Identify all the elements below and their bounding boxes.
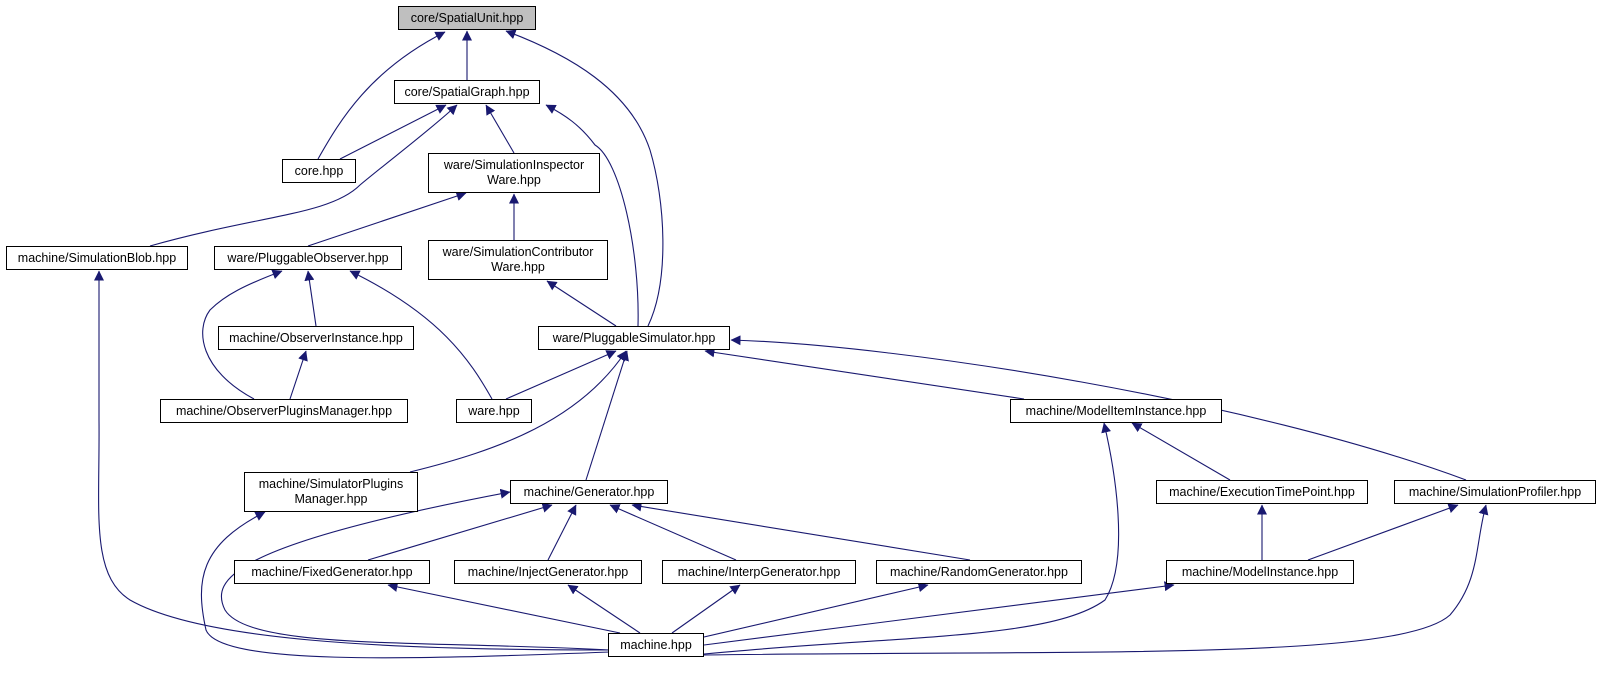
node-observer-plugins-manager[interactable]: machine/ObserverPluginsManager.hpp [160, 399, 408, 423]
edge-machine-to-sim-blob [94, 270, 609, 651]
edge-simulation-profiler-to-pluggable-simulator [730, 335, 1467, 481]
edge-core-to-spatial-unit [317, 31, 446, 160]
edge-machine-to-inject-generator [567, 584, 641, 634]
edge-core-to-spatial-graph [339, 104, 447, 160]
edge-pluggable-simulator-to-spatial-graph [545, 104, 639, 327]
node-label-line-1: machine/SimulatorPlugins [258, 477, 404, 491]
edge-machine-to-generator [220, 488, 611, 651]
node-label: ware/PluggableObserver.hpp [227, 250, 389, 265]
node-label: machine/ModelInstance.hpp [1181, 564, 1339, 579]
edge-pluggable-simulator-to-sim-contributor [546, 280, 617, 327]
node-label: ware/PluggableSimulator.hpp [552, 330, 716, 345]
node-random-generator[interactable]: machine/RandomGenerator.hpp [876, 560, 1082, 584]
edge-observer-plugins-manager-to-pluggable-observer [202, 269, 283, 400]
node-label: core/SpatialGraph.hpp [404, 84, 530, 99]
node-machine[interactable]: machine.hpp [608, 633, 704, 657]
node-simulation-profiler[interactable]: machine/SimulationProfiler.hpp [1394, 480, 1596, 504]
node-simulation-contributor-ware[interactable]: ware/SimulationContributor Ware.hpp [428, 240, 608, 280]
edge-inject-generator-to-generator [547, 504, 577, 561]
edge-machine-to-model-item-instance [703, 422, 1120, 655]
node-label: machine/SimulationProfiler.hpp [1408, 484, 1582, 499]
node-ware[interactable]: ware.hpp [456, 399, 532, 423]
node-fixed-generator[interactable]: machine/FixedGenerator.hpp [234, 560, 430, 584]
node-label-line-1: ware/SimulationInspector [443, 158, 585, 172]
edge-execution-time-point-to-model-item-instance [1131, 422, 1231, 481]
node-simulation-inspector-ware[interactable]: ware/SimulationInspector Ware.hpp [428, 153, 600, 193]
node-label-line-2: Manager.hpp [294, 492, 368, 506]
edge-machine-to-simulation-profiler [703, 504, 1489, 656]
edge-machine-to-simulator-plugins-manager [200, 511, 611, 659]
edge-machine-to-model-instance [703, 581, 1175, 646]
edge-pluggable-observer-to-sim-inspector [307, 191, 467, 247]
edge-observer-instance-to-pluggable-observer [304, 270, 317, 327]
node-label: machine/ObserverPluginsManager.hpp [175, 403, 393, 418]
edge-machine-to-fixed-generator [387, 582, 621, 634]
node-model-instance[interactable]: machine/ModelInstance.hpp [1166, 560, 1354, 584]
node-label: core.hpp [294, 163, 344, 178]
node-label: machine/ModelItemInstance.hpp [1025, 403, 1207, 418]
node-generator[interactable]: machine/Generator.hpp [510, 480, 668, 504]
node-label: machine/Generator.hpp [523, 484, 655, 499]
node-pluggable-simulator[interactable]: ware/PluggableSimulator.hpp [538, 326, 730, 350]
edge-model-instance-to-simulation-profiler [1307, 503, 1459, 561]
node-label-line-2: Ware.hpp [491, 260, 545, 274]
node-label: machine/SimulationBlob.hpp [17, 250, 177, 265]
edge-machine-to-interp-generator [671, 584, 741, 634]
node-label: machine/InjectGenerator.hpp [467, 564, 629, 579]
edge-observer-plugins-manager-to-observer-instance [289, 350, 308, 400]
node-label: machine/FixedGenerator.hpp [251, 564, 413, 579]
node-label: machine/InterpGenerator.hpp [677, 564, 841, 579]
node-label: ware.hpp [468, 403, 520, 418]
node-label-line-1: ware/SimulationContributor [442, 245, 594, 259]
node-label: machine/ObserverInstance.hpp [229, 330, 403, 345]
node-interp-generator[interactable]: machine/InterpGenerator.hpp [662, 560, 856, 584]
node-pluggable-observer[interactable]: ware/PluggableObserver.hpp [214, 246, 402, 270]
node-core[interactable]: core.hpp [282, 159, 356, 183]
edge-machine-to-random-generator [703, 582, 929, 638]
node-spatial-unit[interactable]: core/SpatialUnit.hpp [398, 6, 536, 30]
node-inject-generator[interactable]: machine/InjectGenerator.hpp [454, 560, 642, 584]
edge-simulator-plugins-manager-to-pluggable-simulator [409, 350, 627, 473]
node-label: machine/ExecutionTimePoint.hpp [1169, 484, 1355, 499]
node-label: machine/RandomGenerator.hpp [890, 564, 1068, 579]
node-model-item-instance[interactable]: machine/ModelItemInstance.hpp [1010, 399, 1222, 423]
node-label: core/SpatialUnit.hpp [410, 10, 524, 25]
edge-pluggable-simulator-to-spatial-unit [505, 29, 664, 327]
node-spatial-graph[interactable]: core/SpatialGraph.hpp [394, 80, 540, 104]
node-execution-time-point[interactable]: machine/ExecutionTimePoint.hpp [1156, 480, 1368, 504]
edge-ware-to-pluggable-simulator [505, 350, 617, 400]
edge-ware-to-pluggable-observer [349, 270, 493, 400]
edge-fixed-generator-to-generator [367, 502, 553, 561]
edge-interp-generator-to-generator [609, 504, 737, 561]
edge-model-item-instance-to-pluggable-simulator [704, 347, 1025, 400]
node-simulation-blob[interactable]: machine/SimulationBlob.hpp [6, 246, 188, 270]
node-label-line-2: Ware.hpp [487, 173, 541, 187]
edge-sim-inspector-to-spatial-graph [485, 104, 515, 154]
edge-generator-to-pluggable-simulator [585, 350, 629, 481]
edge-random-generator-to-generator [631, 501, 971, 561]
edge-sim-blob-to-spatial-graph [149, 104, 458, 247]
node-label: machine.hpp [620, 637, 692, 652]
node-simulator-plugins-manager[interactable]: machine/SimulatorPlugins Manager.hpp [244, 472, 418, 512]
node-observer-instance[interactable]: machine/ObserverInstance.hpp [218, 326, 414, 350]
